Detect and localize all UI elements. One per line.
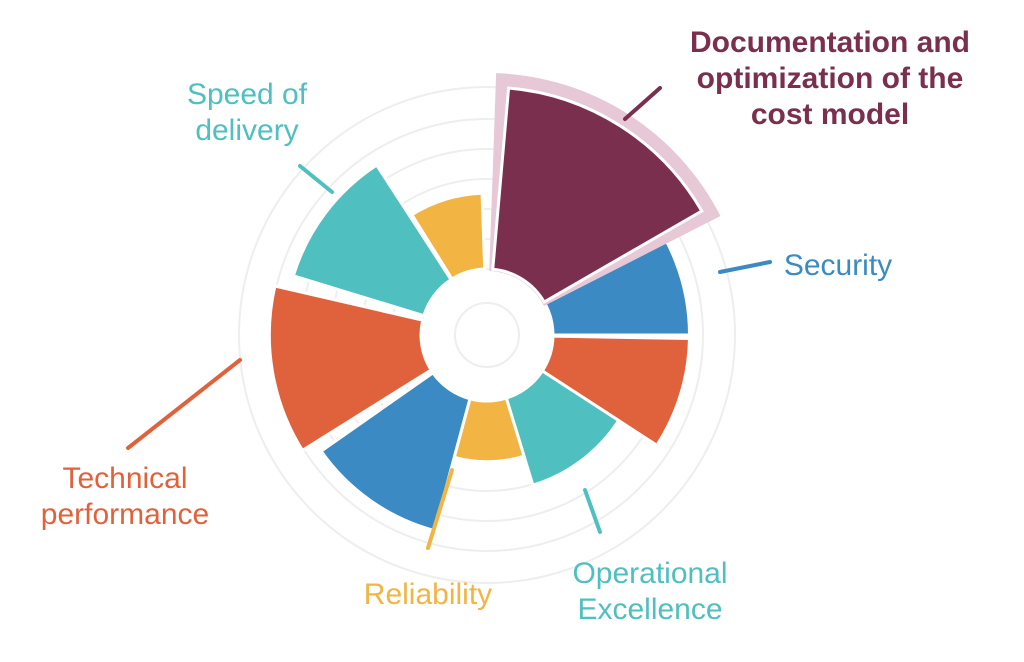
center-hole [423,271,551,399]
label-line: Documentation and [690,26,970,59]
label-line: performance [41,498,209,531]
sector-documentation [491,86,704,305]
leader-line-security [718,260,772,274]
category-label-reliability: Reliability [364,578,492,611]
sector-technical [267,284,434,453]
label-line: Technical [62,462,187,495]
leader-line-speed [298,164,334,194]
leader-line-documentation [623,86,662,121]
label-line: cost model [751,98,909,131]
label-line: Operational [572,557,727,590]
label-line: delivery [195,114,298,147]
leader-line-opex [583,488,602,534]
leader-line-reliability [426,468,454,550]
label-line: Speed of [187,78,308,111]
grid-ring [454,302,520,368]
leader-line-technical [126,358,242,450]
label-line: Reliability [364,578,492,611]
label-line: Security [784,249,892,282]
category-label-security: Security [784,249,892,282]
label-line: optimization of the [697,62,964,95]
sector-speed [291,163,454,318]
sector-opex_a [540,334,691,448]
label-line: Excellence [577,593,722,626]
sector-tech_b [319,370,472,533]
sector-speed_b [409,191,487,282]
sector-opex [504,368,621,488]
grid-ring [238,86,736,584]
